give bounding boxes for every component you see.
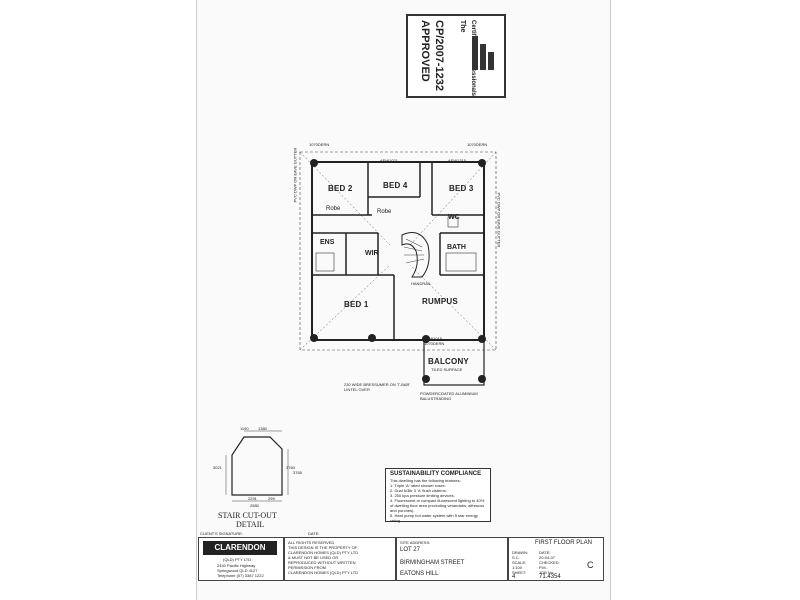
room-balcony: BALCONY: [428, 357, 469, 366]
client-signature-label: CLIENT'S SIGNATURE:: [200, 531, 243, 536]
copyright-cell: ALL RIGHTS RESERVED THIS DESIGN IS THE P…: [284, 537, 396, 581]
builder-sub: (QLD) PTY LTD: [223, 557, 252, 562]
copyright-line: THIS DESIGN IS THE PROPERTY OF: [288, 545, 358, 550]
sheet-no-label: SHEET:: [512, 570, 527, 575]
site-street: BIRMINGHAM STREET: [400, 560, 465, 566]
sustainability-line: 5. Heat pump hot water system with 5 sta…: [390, 513, 479, 523]
stop-dern-note: 1070DERN: [424, 341, 445, 346]
balustrade-note: POWDERCOATED ALUMINIUM BALUSTRADING: [420, 391, 478, 401]
copyright-line: PERMISSION FROM: [288, 565, 327, 570]
stair-dim-left: 3021: [213, 465, 222, 470]
title-block: CLIENT'S SIGNATURE: DATE: CLARENDON HOME…: [196, 530, 609, 600]
site-address-label: SITE ADDRESS:: [400, 540, 431, 545]
site-suburb: EATONS HILL: [400, 571, 439, 577]
stair-detail-subtitle: DETAIL: [236, 520, 265, 529]
room-bath: BATH: [447, 244, 466, 251]
window-tag-3: AEW1015: [424, 336, 443, 341]
stair-detail-title: STAIR CUT-OUT: [218, 511, 277, 520]
builder-address: 2440 Pacific Highway Springwood QLD 4127…: [217, 563, 264, 578]
job-label: JOB No:: [539, 570, 555, 575]
room-bed-4: BED 4: [383, 181, 408, 190]
date-signature-label: DATE:: [308, 531, 320, 536]
site-address-cell: SITE ADDRESS: LOT 27 BIRMINGHAM STREET E…: [396, 537, 508, 581]
approval-stamp: CP/2007-1232 APPROVED The Certification …: [406, 14, 506, 98]
stamp-code: CP/2007-1232: [433, 20, 445, 91]
stair-dim-bottom3: 2580: [250, 503, 259, 508]
window-tag-1: AEW1021: [380, 158, 399, 163]
copyright-text: ALL RIGHTS RESERVED THIS DESIGN IS THE P…: [285, 538, 395, 577]
stair-cutout-diagram: [225, 430, 289, 502]
stair-dim-bottom1: 2291: [248, 496, 257, 501]
address-line: Springwood QLD 4127: [217, 568, 258, 573]
dim-top-left: 1070DERN: [309, 142, 330, 147]
sustainability-line: This dwelling has the following features…: [390, 478, 461, 483]
scale-label: SCALE:: [512, 560, 527, 565]
sheet-title: FIRST FLOOR PLAN: [535, 540, 592, 546]
copyright-line: CLARENDON HOMES (QLD) PTY LTD: [288, 570, 359, 575]
room-robe-1: Robe: [326, 206, 341, 212]
tiled-surface-note: TILED SURFACE: [431, 367, 463, 372]
window-tag-2: AEW1315: [448, 158, 467, 163]
sustainability-line: 2. Dual 6/3ltr 3 'A' flush cisterns.: [390, 488, 447, 493]
room-wc: WC: [448, 214, 460, 221]
builder-logo-cell: CLARENDON HOMES (QLD) PTY LTD 2440 Pacif…: [198, 537, 284, 581]
room-bed-2: BED 2: [328, 184, 353, 193]
room-bed-1: BED 1: [344, 300, 369, 309]
revision: C: [587, 560, 594, 570]
stair-dim-top1: 1190: [240, 426, 249, 431]
certifier-logo-icon: [472, 36, 494, 70]
copyright-line: ALL RIGHTS RESERVED: [288, 540, 335, 545]
stair-dim-bottom2: 299: [268, 496, 275, 501]
sustainability-title: SUSTAINABILITY COMPLIANCE: [390, 471, 482, 477]
builder-logo: CLARENDON HOMES: [203, 541, 277, 566]
handrail-note: HANDRAIL: [411, 281, 432, 286]
copyright-line: & MUST NOT BE USED OR: [288, 555, 339, 560]
job-value: 71.4354: [539, 574, 561, 580]
stamp-the: The: [459, 20, 466, 33]
drawn-label: DRAWN:: [512, 550, 529, 555]
sustainability-lines: This dwelling has the following features…: [386, 478, 490, 523]
first-floor-plan: [299, 151, 497, 386]
pvc-dwp-right: PVC DWP OR EAVE GUTTER: [497, 193, 502, 248]
date-label: DATE:: [539, 550, 551, 555]
pvc-dwp-left: PVC DWP OR EAVE GUTTER: [293, 148, 298, 203]
room-robe-2: Robe: [377, 209, 392, 215]
address-line: Telephone (07) 3387 1222: [217, 573, 264, 578]
dim-top-right: 1070DERN: [467, 142, 488, 147]
stair-dim-right2: 3765: [293, 470, 302, 475]
stair-dim-top2: 1380: [258, 426, 267, 431]
bressumer-note: 230 WIDE BRESSUMER ON 'T-BAR' LINTEL OVE…: [344, 382, 411, 392]
sustainability-line: 4. Fluorescent or compact fluorescent li…: [390, 498, 485, 513]
drawn-value: S.C.: [512, 555, 520, 560]
copyright-line: CLARENDON HOMES (QLD) PTY LTD: [288, 550, 359, 555]
copyright-line: REPRODUCED WITHOUT WRITTEN: [288, 560, 356, 565]
sustainability-box: SUSTAINABILITY COMPLIANCE This dwelling …: [385, 468, 491, 523]
stamp-approved: APPROVED: [419, 20, 431, 82]
room-bed-3: BED 3: [449, 184, 474, 193]
site-lot: LOT 27: [400, 547, 420, 553]
address-line: 2440 Pacific Highway: [217, 563, 256, 568]
sustainability-line: 3. 250 kpa pressure limiting devices.: [390, 493, 455, 498]
sheet-no-value: 4: [512, 574, 516, 580]
checked-label: CHECKED:: [539, 560, 560, 565]
date-value: 20-04-07: [539, 555, 556, 560]
room-rumpus: RUMPUS: [422, 297, 458, 306]
room-wir: WIR: [365, 250, 379, 257]
stair-dim-right: 3760: [286, 465, 295, 470]
sustainability-line: 1. Triple 'A' rated shower roses.: [390, 483, 446, 488]
room-ens: ENS: [320, 239, 335, 246]
checked-value: P.M.: [539, 565, 547, 570]
scale-value: 1:100: [512, 565, 523, 570]
drawing-info-cell: FIRST FLOOR PLAN DRAWN: S.C. DATE: 20-04…: [508, 537, 604, 581]
